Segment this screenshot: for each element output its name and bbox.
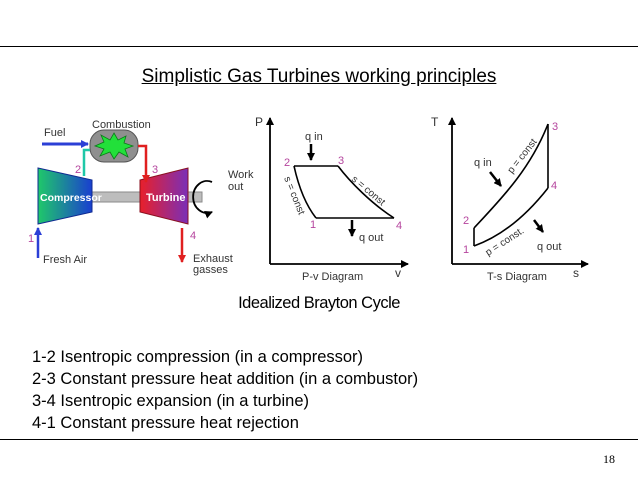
pv-diagram-title: P-v Diagram — [302, 271, 363, 283]
work-label-line1: Work — [228, 169, 254, 181]
ts-q-out-label: q out — [537, 241, 561, 253]
ts-q-in-label: q in — [474, 157, 492, 169]
ts-state-1: 1 — [463, 244, 469, 256]
process-step: 3-4 Isentropic expansion (in a turbine) — [32, 392, 309, 410]
compressor-body — [37, 167, 93, 225]
fresh-air-label: Fresh Air — [43, 254, 87, 266]
pv-state-1: 1 — [310, 219, 316, 231]
shaft-output — [187, 191, 203, 203]
process-step: 4-1 Constant pressure heat rejection — [32, 414, 299, 432]
process-step: 1-2 Isentropic compression (in a compres… — [32, 348, 364, 366]
pv-diagram: P v P-v Diagram q in q out s = const s =… — [255, 115, 409, 283]
ts-x-axis-label: s — [573, 266, 579, 280]
ts-state-4: 4 — [551, 180, 557, 192]
bottom-rule — [0, 439, 638, 440]
work-out-rotation-icon — [192, 180, 213, 219]
ts-heat-in-arrow — [489, 171, 502, 187]
figure-caption: Idealized Brayton Cycle — [238, 294, 400, 312]
ts-process-4-1 — [473, 187, 549, 247]
pv-state-4: 4 — [396, 220, 402, 232]
pv-process-1-2 — [293, 165, 317, 219]
ts-state-2: 2 — [463, 215, 469, 227]
ts-process-2-3 — [473, 123, 549, 229]
brayton-cycle-figure: Compressor Turbine Combustion Fuel Fresh… — [28, 115, 589, 283]
pv-q-in-label: q in — [305, 131, 323, 143]
ts-y-axis-label: T — [431, 115, 439, 129]
pv-q-out-label: q out — [359, 232, 383, 244]
schematic-state-1: 1 — [28, 233, 34, 245]
pv-state-3: 3 — [338, 155, 344, 167]
turbine-body — [139, 167, 189, 225]
page-number: 18 — [603, 452, 615, 466]
ts-heat-out-arrow — [533, 219, 544, 233]
pv-y-axis-label: P — [255, 115, 263, 129]
hot-gas-arrow — [138, 144, 150, 183]
schematic-state-2: 2 — [75, 164, 81, 176]
schematic-state-3: 3 — [152, 164, 158, 176]
compressed-air-duct — [82, 148, 90, 176]
ts-diagram: T s T-s Diagram q in q out p = const p =… — [431, 115, 589, 283]
combustion-label: Combustion — [92, 119, 151, 131]
turbine-label: Turbine — [146, 192, 186, 204]
ts-state-3: 3 — [552, 121, 558, 133]
ts-diagram-title: T-s Diagram — [487, 271, 547, 283]
fuel-label: Fuel — [44, 127, 65, 139]
process-step: 2-3 Constant pressure heat addition (in … — [32, 370, 419, 388]
schematic-state-4: 4 — [190, 230, 196, 242]
pv-state-2: 2 — [284, 157, 290, 169]
exhaust-label-line2: gasses — [193, 264, 228, 276]
process-steps-list: 1-2 Isentropic compression (in a compres… — [32, 346, 418, 434]
gas-turbine-schematic: Compressor Turbine Combustion Fuel Fresh… — [28, 119, 254, 276]
top-rule — [0, 46, 638, 47]
exhaust-label-line1: Exhaust — [193, 253, 233, 265]
work-label-line2: out — [228, 181, 243, 193]
pv-process-3-4 — [337, 165, 395, 219]
pv-isentrope-right-label: s = const — [349, 174, 387, 208]
pv-x-axis-label: v — [395, 266, 401, 280]
slide-title: Simplistic Gas Turbines working principl… — [141, 66, 497, 87]
combustion-flame-icon — [93, 132, 135, 160]
compressor-label: Compressor — [40, 192, 102, 204]
